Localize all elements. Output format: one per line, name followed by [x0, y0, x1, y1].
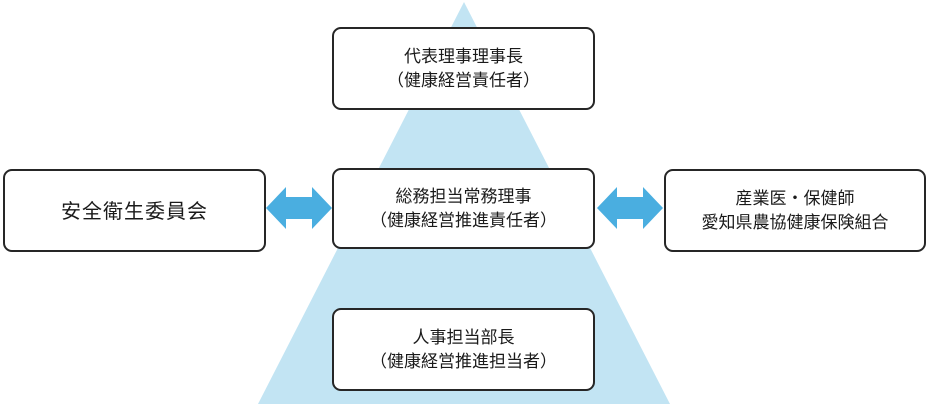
- ceo-title: 代表理事理事長: [404, 46, 523, 67]
- hr-manager-title: 人事担当部長: [412, 327, 515, 348]
- safety-committee-label: 安全衛生委員会: [61, 198, 208, 223]
- ceo-role: （健康経営責任者）: [387, 70, 540, 91]
- health-insurance-union: 愛知県農協健康保険組合: [701, 212, 889, 233]
- hr-manager-box: 人事担当部長 （健康経営推進担当者）: [332, 308, 595, 391]
- ceo-box: 代表理事理事長 （健康経営責任者）: [332, 27, 595, 110]
- hr-manager-role: （健康経営推進担当者）: [370, 351, 557, 372]
- right-double-arrow-icon: [597, 187, 663, 229]
- occupational-health-staff: 産業医・保健師: [735, 188, 855, 209]
- left-double-arrow-icon: [266, 187, 332, 229]
- safety-committee-box: 安全衛生委員会: [3, 169, 266, 252]
- executive-director-title: 総務担当常務理事: [395, 186, 532, 207]
- executive-director-role: （健康経営推進責任者）: [370, 210, 557, 231]
- executive-director-box: 総務担当常務理事 （健康経営推進責任者）: [332, 168, 595, 249]
- occupational-health-box: 産業医・保健師 愛知県農協健康保険組合: [664, 169, 926, 252]
